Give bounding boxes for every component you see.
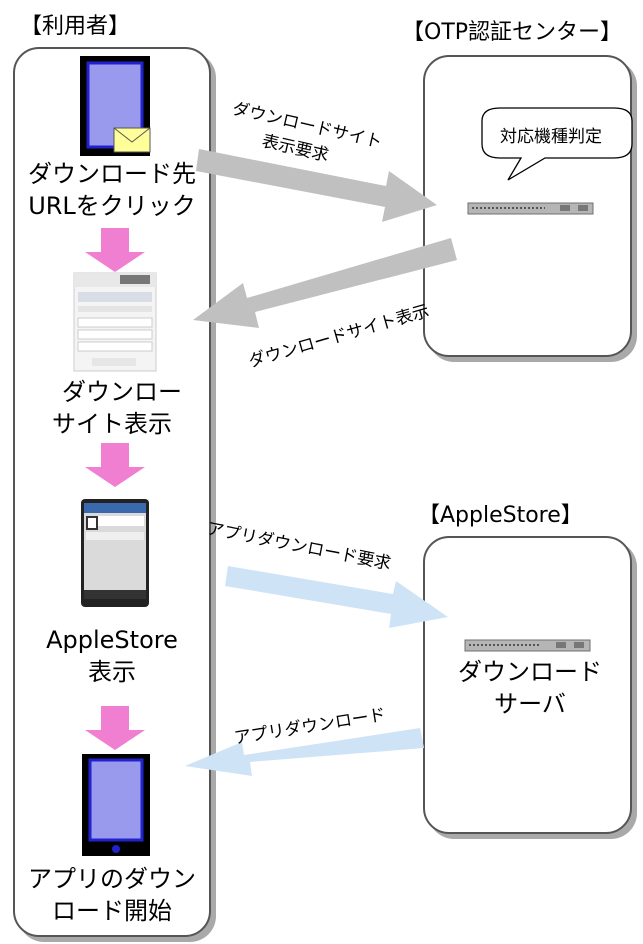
phone-with-mail-icon: [80, 56, 151, 156]
mail-icon: [113, 127, 151, 153]
download-site-screenshot: [73, 272, 157, 372]
app-store-screenshot: [81, 499, 149, 607]
speech-bubble: [481, 107, 633, 181]
blue-arrow-app-download: [185, 728, 424, 776]
step2-caption: ダウンロー サイト表示: [13, 376, 211, 440]
step3-caption: AppleStore 表示: [13, 624, 211, 688]
blue-arrow-request-app: [225, 566, 448, 628]
gray-arrow-show-site: [193, 238, 457, 328]
apple-server-icon: [464, 639, 591, 652]
step2-line2: サイト表示: [52, 410, 172, 438]
home-button-icon: [112, 845, 120, 853]
step1-caption: ダウンロード先 URLをクリック: [13, 158, 211, 222]
step1-line2: URLをクリック: [28, 192, 196, 220]
phone-icon: [82, 754, 150, 856]
user-heading: 【利用者】: [20, 14, 131, 39]
step4-line1: アプリのダウン: [28, 865, 196, 893]
gray-arrow-request-site: [196, 149, 437, 222]
bubble-text: 対応機種判定: [500, 127, 602, 147]
pink-down-arrow-1: [85, 228, 145, 272]
otp-center-heading: 【OTP認証センター】: [402, 20, 623, 45]
apple-server-line2: サーバ: [494, 690, 566, 718]
apple-server-line1: ダウンロード: [458, 658, 602, 686]
step4-caption: アプリのダウン ロード開始: [13, 863, 211, 927]
pink-down-arrow-2: [85, 443, 145, 487]
step3-line1: AppleStore: [46, 626, 178, 654]
otp-server-icon: [467, 202, 594, 215]
step1-line1: ダウンロード先: [28, 160, 196, 188]
step3-line2: 表示: [88, 658, 136, 686]
pink-down-arrow-3: [85, 706, 145, 750]
apple-store-heading: 【AppleStore】: [418, 503, 583, 528]
step4-line2: ロード開始: [52, 897, 172, 925]
step2-line1: ダウンロー: [62, 378, 182, 406]
apple-store-lane: [423, 536, 632, 834]
apple-server-caption: ダウンロード サーバ: [430, 656, 630, 720]
